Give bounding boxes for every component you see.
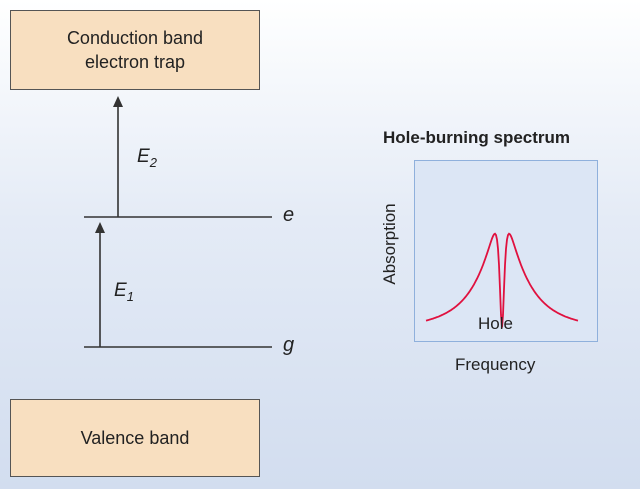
spectrum-plot xyxy=(425,232,579,328)
excited-level-label: e xyxy=(283,204,295,226)
x-axis-label: Frequency xyxy=(455,355,536,374)
e2-arrowhead xyxy=(113,96,123,107)
ground-level-label: g xyxy=(283,334,295,356)
e2-label: E2 xyxy=(137,146,157,170)
spectrum-title: Hole-burning spectrum xyxy=(383,128,571,147)
electron-trap-label: electron trap xyxy=(84,52,186,72)
conduction-band-label: Conduction band xyxy=(66,28,204,48)
e1-arrowhead xyxy=(95,222,105,233)
e1-label: E1 xyxy=(114,280,134,304)
absorption-curve xyxy=(425,232,579,328)
valence-band-label: Valence band xyxy=(80,428,190,448)
hole-label: Hole xyxy=(478,314,513,333)
energy-level-diagram xyxy=(84,96,272,348)
conduction-band-box: Conduction band electron trap xyxy=(10,10,260,90)
y-axis-label: Absorption xyxy=(380,203,399,285)
valence-band-box: Valence band xyxy=(10,399,260,477)
